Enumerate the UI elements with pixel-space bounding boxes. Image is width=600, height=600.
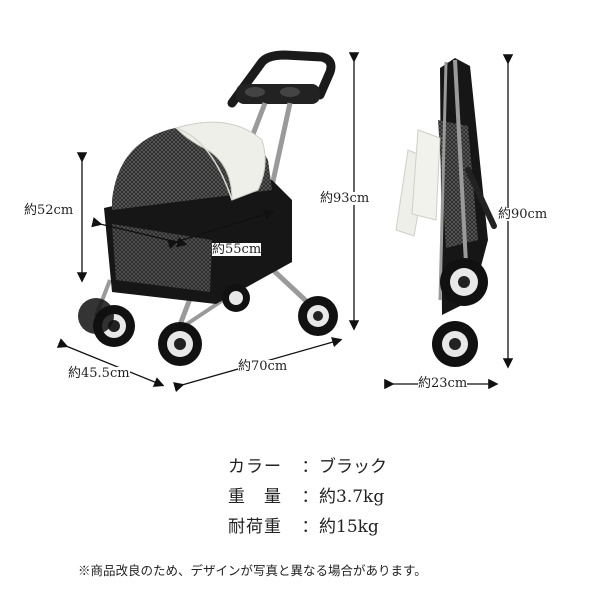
spec-weight: 重 量：約3.7kg bbox=[228, 482, 384, 507]
dimension-label-width: 約45.5cm bbox=[68, 366, 130, 381]
disclaimer-note: ※商品改良のため、デザインが写真と異なる場合があります。 bbox=[78, 563, 427, 578]
spec-load-capacity: 耐荷重：約15kg bbox=[228, 512, 379, 537]
spec-key: 重 量 bbox=[228, 487, 282, 507]
wheel-front-right bbox=[158, 322, 202, 366]
wheel-rear-left bbox=[222, 284, 250, 312]
stroller-unfolded bbox=[78, 50, 338, 366]
folded-wheel-lower bbox=[432, 321, 478, 367]
dimension-label-folded-height: 約90cm bbox=[498, 207, 548, 222]
dimension-label-inner-width: 約55cm bbox=[212, 242, 262, 257]
stroller-folded bbox=[395, 58, 497, 367]
spec-value: ブラック bbox=[319, 457, 387, 477]
dimension-label-length: 約70cm bbox=[238, 359, 288, 374]
spec-value: 約15kg bbox=[319, 517, 379, 537]
spec-key: 耐荷重 bbox=[228, 517, 282, 537]
spec-key: カラー bbox=[228, 457, 282, 477]
spec-color: カラー：ブラック bbox=[228, 452, 387, 477]
dimension-label-folded-width: 約23cm bbox=[418, 376, 468, 391]
folded-wheel-upper bbox=[440, 258, 488, 306]
dimension-label-total-height: 約93cm bbox=[320, 191, 370, 206]
wheel-rear-right bbox=[298, 296, 338, 336]
dimension-label-height: 約52cm bbox=[24, 203, 74, 218]
spec-value: 約3.7kg bbox=[319, 487, 385, 507]
